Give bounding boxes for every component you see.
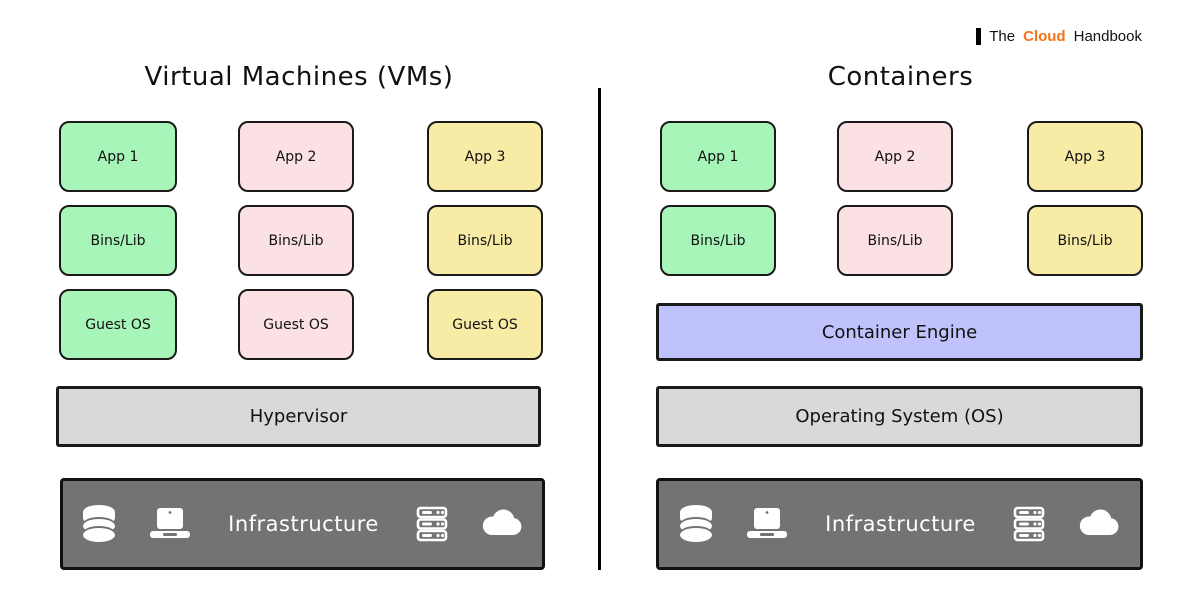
brand-prefix: The bbox=[989, 28, 1016, 45]
database-icon bbox=[83, 505, 116, 542]
cloud-icon bbox=[482, 509, 522, 535]
brand-accent: Cloud bbox=[1023, 28, 1066, 45]
cloud-icon bbox=[1079, 509, 1119, 535]
vm-box-bins-lib-2[interactable]: Bins/Lib bbox=[238, 205, 354, 276]
brand-bar-icon bbox=[976, 28, 982, 45]
vm-box-app-1[interactable]: App 1 bbox=[59, 121, 177, 192]
brand-suffix: Handbook bbox=[1073, 28, 1142, 45]
vm-box-guest-os-2[interactable]: Guest OS bbox=[238, 289, 354, 360]
container-box-bins-lib-3[interactable]: Bins/Lib bbox=[1027, 205, 1143, 276]
database-icon bbox=[680, 505, 713, 542]
container-box-bins-lib-2[interactable]: Bins/Lib bbox=[837, 205, 953, 276]
brand-header: The Cloud Handbook bbox=[976, 28, 1142, 45]
panel-virtual-machines: Virtual Machines (VMs) App 1 Bins/Lib Gu… bbox=[0, 0, 598, 600]
container-box-app-1[interactable]: App 1 bbox=[660, 121, 776, 192]
server-rack-icon bbox=[416, 506, 448, 542]
container-infrastructure-bar[interactable]: Infrastructure bbox=[656, 478, 1143, 570]
laptop-icon bbox=[747, 508, 788, 538]
vm-box-app-3[interactable]: App 3 bbox=[427, 121, 543, 192]
vm-box-bins-lib-3[interactable]: Bins/Lib bbox=[427, 205, 543, 276]
container-box-app-3[interactable]: App 3 bbox=[1027, 121, 1143, 192]
server-rack-icon bbox=[1013, 506, 1045, 542]
vm-infrastructure-label: Infrastructure bbox=[228, 512, 379, 536]
panel-divider bbox=[598, 88, 601, 570]
container-box-app-2[interactable]: App 2 bbox=[837, 121, 953, 192]
container-infrastructure-label: Infrastructure bbox=[825, 512, 976, 536]
vm-layer-hypervisor[interactable]: Hypervisor bbox=[56, 386, 541, 447]
container-box-bins-lib-1[interactable]: Bins/Lib bbox=[660, 205, 776, 276]
vm-box-guest-os-1[interactable]: Guest OS bbox=[59, 289, 177, 360]
panel-containers: Containers App 1 Bins/Lib App 2 Bins/Lib… bbox=[601, 0, 1200, 600]
laptop-icon bbox=[150, 508, 191, 538]
container-layer-engine[interactable]: Container Engine bbox=[656, 303, 1143, 361]
vm-box-app-2[interactable]: App 2 bbox=[238, 121, 354, 192]
container-layer-os[interactable]: Operating System (OS) bbox=[656, 386, 1143, 447]
page-title-containers: Containers bbox=[827, 62, 974, 92]
page-title-vms: Virtual Machines (VMs) bbox=[144, 62, 454, 92]
vm-box-bins-lib-1[interactable]: Bins/Lib bbox=[59, 205, 177, 276]
vm-infrastructure-bar[interactable]: Infrastructure bbox=[60, 478, 545, 570]
vm-box-guest-os-3[interactable]: Guest OS bbox=[427, 289, 543, 360]
